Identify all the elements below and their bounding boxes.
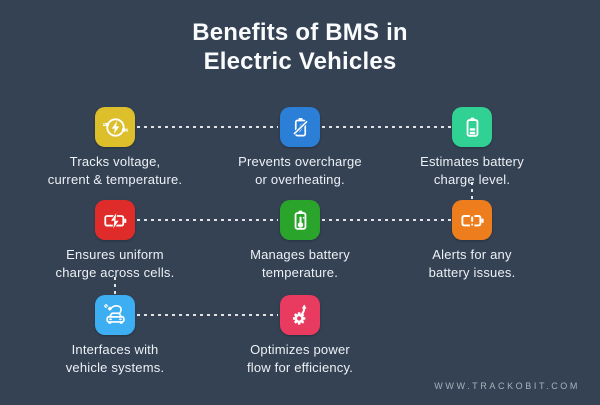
connector-col1-vertical [114, 277, 116, 294]
battery-temperature-icon [294, 210, 306, 230]
benefit-tile [280, 295, 320, 335]
page-title-line1: Benefits of BMS in [192, 19, 408, 46]
vehicle-interface-icon [103, 303, 125, 324]
benefit-tile [95, 295, 135, 335]
benefit-item-battery-temperature: Manages battery temperature. [200, 200, 400, 281]
benefit-item-charge-level: Estimates battery charge level. [372, 107, 572, 188]
benefit-item-battery-alert: Alerts for any battery issues. [372, 200, 572, 281]
benefit-caption: Prevents overcharge or overheating. [238, 154, 362, 187]
benefit-item-vehicle-interface: Interfaces with vehicle systems. [15, 295, 215, 376]
benefit-item-uniform-charge: Ensures uniform charge across cells. [15, 200, 215, 281]
benefit-caption: Optimizes power flow for efficiency. [246, 342, 354, 375]
uniform-charge-icon [103, 212, 126, 229]
battery-charge-level-icon [466, 117, 478, 137]
benefit-caption: Interfaces with vehicle systems. [65, 342, 165, 375]
benefit-caption: Alerts for any battery issues. [428, 247, 516, 280]
benefit-caption: Tracks voltage, current & temperature. [47, 154, 183, 187]
connector-row2-a [137, 219, 278, 221]
benefit-tile [95, 107, 135, 147]
benefit-tile [452, 200, 492, 240]
connector-row1-b [322, 126, 451, 128]
benefit-item-power-optimization: Optimizes power flow for efficiency. [200, 295, 400, 376]
benefit-item-voltage-tracking: Tracks voltage, current & temperature. [15, 107, 215, 188]
connector-col3-vertical [471, 182, 473, 199]
overcharge-protection-icon [292, 117, 308, 136]
benefit-caption: Estimates battery charge level. [420, 154, 524, 187]
connector-row2-b [322, 219, 451, 221]
benefit-item-overcharge-protection: Prevents overcharge or overheating. [200, 107, 400, 188]
benefit-tile [280, 200, 320, 240]
benefit-tile [452, 107, 492, 147]
voltage-circle-bolt-icon [102, 117, 128, 137]
page-title: Benefits of BMS in Electric Vehicles [0, 18, 600, 76]
connector-row1-a [137, 126, 278, 128]
benefit-caption: Manages battery temperature. [250, 247, 350, 280]
battery-alert-icon [460, 214, 484, 226]
connector-row3 [137, 314, 278, 316]
benefit-tile [280, 107, 320, 147]
watermark-url: WWW.TRACKOBIT.COM [434, 381, 580, 391]
page-title-line2: Electric Vehicles [203, 48, 397, 75]
benefit-tile [95, 200, 135, 240]
power-optimization-icon [292, 303, 307, 325]
benefit-caption: Ensures uniform charge across cells. [55, 247, 175, 280]
